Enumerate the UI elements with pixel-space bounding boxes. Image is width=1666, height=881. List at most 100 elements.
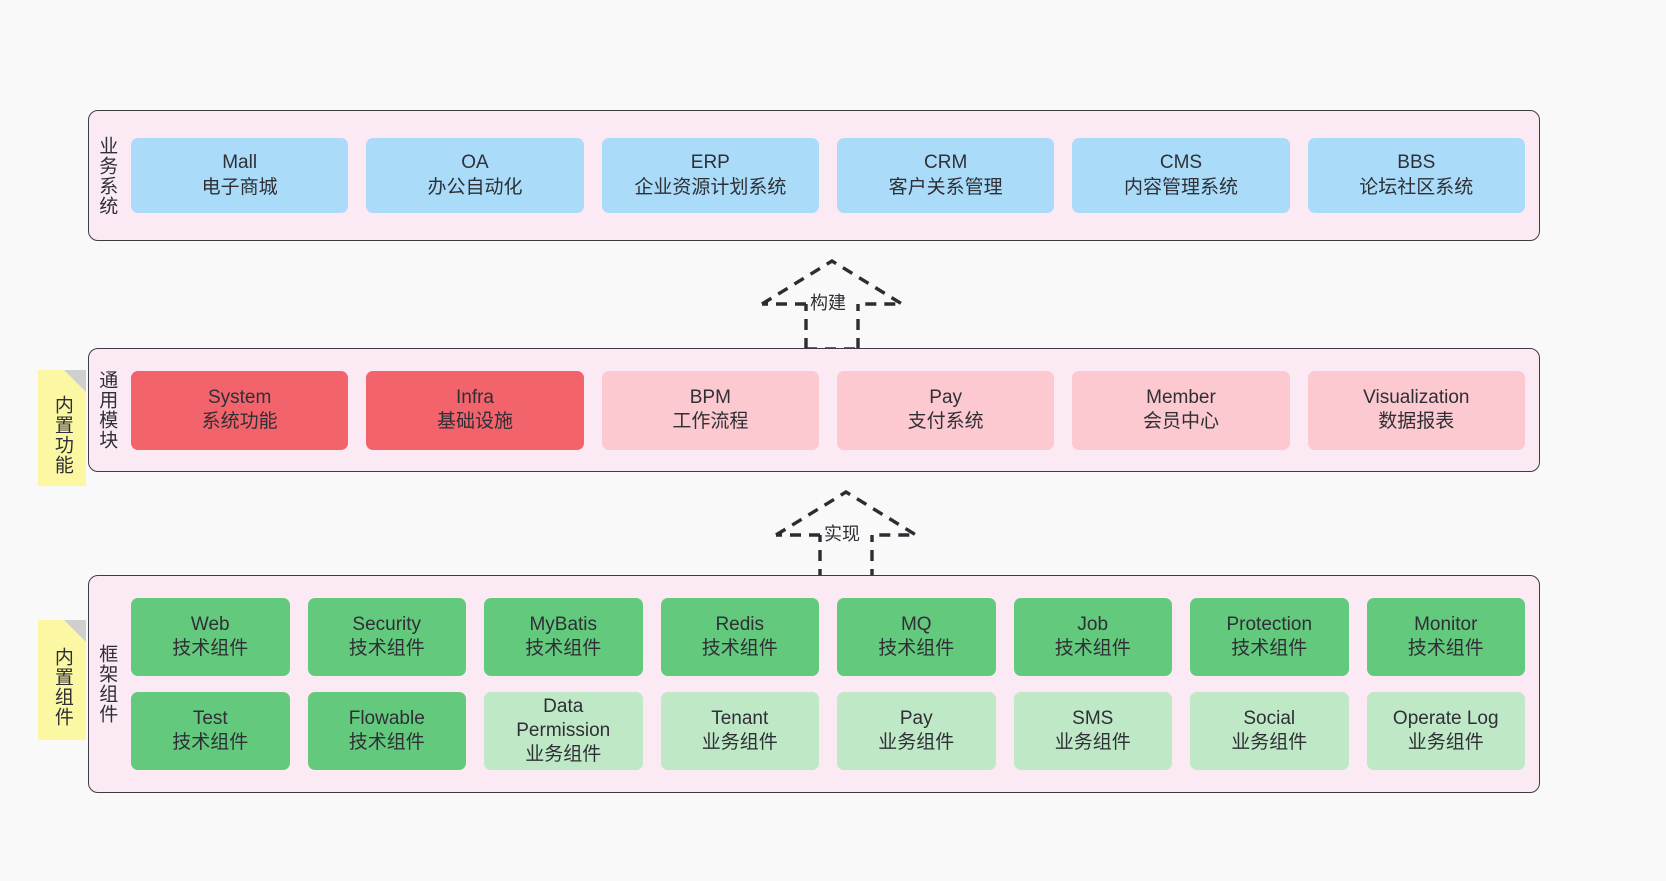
node-subtitle: 技术组件	[1407, 638, 1484, 659]
node-title: BBS	[1397, 152, 1436, 174]
node-crm[interactable]: CRM 客户关系管理	[836, 138, 1055, 213]
node-redis[interactable]: Redis 技术组件	[660, 598, 819, 676]
layer-body-framework: Web 技术组件 Security 技术组件 MyBatis 技术组件 Redi…	[123, 576, 1539, 792]
node-mq[interactable]: MQ 技术组件	[837, 598, 996, 676]
connector-implement-label: 实现	[824, 524, 860, 544]
node-subtitle: 技术组件	[1054, 638, 1131, 659]
layer-title-common: 通用模块	[96, 370, 118, 450]
node-subtitle: 技术组件	[172, 732, 249, 753]
node-job[interactable]: Job 技术组件	[1013, 598, 1172, 676]
node-title: Operate Log	[1392, 707, 1499, 729]
node-title: Security	[352, 613, 422, 635]
node-subtitle: 业务组件	[1231, 732, 1308, 753]
node-bpm[interactable]: BPM 工作流程	[601, 370, 819, 450]
node-title: CRM	[924, 152, 968, 174]
node-title: Job	[1077, 613, 1109, 635]
node-title: Protection	[1226, 613, 1313, 635]
node-mall[interactable]: Mall 电子商城	[131, 138, 349, 213]
node-subtitle: 业务组件	[525, 744, 602, 766]
node-subtitle: 数据报表	[1378, 411, 1455, 432]
node-cms[interactable]: CMS 内容管理系统	[1072, 138, 1290, 213]
note-fold-corner	[64, 620, 86, 642]
node-subtitle: 技术组件	[348, 638, 425, 659]
node-monitor[interactable]: Monitor 技术组件	[1366, 598, 1525, 676]
node-subtitle: 支付系统	[907, 411, 984, 432]
node-member[interactable]: Member 会员中心	[1072, 370, 1290, 450]
node-title: Visualization	[1363, 386, 1470, 408]
node-title: Pay	[899, 707, 933, 729]
note-label: 内置组件	[51, 647, 73, 727]
note-builtin-function: 内置功能	[38, 370, 86, 486]
row: Test 技术组件 Flowable 技术组件 Data Permission …	[131, 692, 1525, 770]
node-subtitle: 企业资源计划系统	[634, 176, 787, 198]
layer-framework-component[interactable]: 框架组件 Web 技术组件 Security 技术组件 MyBatis 技术组件…	[88, 575, 1540, 793]
node-title: Data Permission	[516, 695, 611, 741]
layer-business-system[interactable]: 业务系统 Mall 电子商城 OA 办公自动化 ERP 企业资源计划系统 CRM…	[88, 110, 1540, 241]
row: Web 技术组件 Security 技术组件 MyBatis 技术组件 Redi…	[131, 598, 1525, 676]
node-protection[interactable]: Protection 技术组件	[1190, 598, 1349, 676]
connector-build: 构建	[752, 258, 912, 351]
node-visualization[interactable]: Visualization 数据报表	[1307, 370, 1525, 450]
connector-build-label: 构建	[810, 293, 846, 313]
node-title: Test	[192, 707, 228, 729]
layer-body-common: System 系统功能 Infra 基础设施 BPM 工作流程 Pay 支付系统…	[123, 349, 1539, 471]
node-test[interactable]: Test 技术组件	[131, 692, 290, 770]
node-system[interactable]: System 系统功能	[131, 370, 349, 450]
node-subtitle: 技术组件	[878, 638, 955, 659]
node-title: Tenant	[711, 707, 769, 729]
node-social[interactable]: Social 业务组件	[1190, 692, 1349, 770]
node-sms[interactable]: SMS 业务组件	[1013, 692, 1172, 770]
node-subtitle: 技术组件	[1231, 638, 1308, 659]
node-subtitle: 技术组件	[701, 638, 778, 659]
node-subtitle: 电子商城	[201, 176, 278, 198]
node-bbs[interactable]: BBS 论坛社区系统	[1307, 138, 1525, 213]
connector-implement: 实现	[766, 489, 926, 582]
layer-title-framework: 框架组件	[96, 644, 118, 724]
node-subtitle: 基础设施	[436, 411, 513, 432]
node-pay-module[interactable]: Pay 支付系统	[836, 370, 1055, 450]
node-title: System	[207, 386, 272, 408]
layer-body-business: Mall 电子商城 OA 办公自动化 ERP 企业资源计划系统 CRM 客户关系…	[123, 111, 1539, 240]
node-operate-log[interactable]: Operate Log 业务组件	[1366, 692, 1525, 770]
row: Mall 电子商城 OA 办公自动化 ERP 企业资源计划系统 CRM 客户关系…	[131, 138, 1525, 213]
node-erp[interactable]: ERP 企业资源计划系统	[601, 138, 819, 213]
node-title: ERP	[690, 152, 730, 174]
node-oa[interactable]: OA 办公自动化	[366, 138, 584, 213]
node-title: Flowable	[348, 707, 425, 729]
node-title: MQ	[900, 613, 932, 635]
node-title: Monitor	[1414, 613, 1478, 635]
node-title: Mall	[222, 152, 258, 174]
node-subtitle: 会员中心	[1142, 411, 1219, 432]
layer-title-business: 业务系统	[96, 135, 118, 216]
node-subtitle: 技术组件	[172, 638, 249, 659]
node-subtitle: 论坛社区系统	[1359, 176, 1474, 198]
node-title: SMS	[1072, 707, 1114, 729]
layer-common-module[interactable]: 通用模块 System 系统功能 Infra 基础设施 BPM 工作流程 Pay…	[88, 348, 1540, 472]
node-subtitle: 业务组件	[878, 732, 955, 753]
node-flowable[interactable]: Flowable 技术组件	[307, 692, 466, 770]
node-data-permission[interactable]: Data Permission 业务组件	[484, 692, 643, 770]
node-title: Member	[1146, 386, 1216, 408]
node-mybatis[interactable]: MyBatis 技术组件	[484, 598, 643, 676]
node-subtitle: 业务组件	[701, 732, 778, 753]
node-title: MyBatis	[529, 613, 598, 635]
node-security[interactable]: Security 技术组件	[307, 598, 466, 676]
node-title: Infra	[455, 386, 494, 408]
node-subtitle: 技术组件	[348, 732, 425, 753]
node-title: BPM	[689, 386, 731, 408]
node-subtitle: 业务组件	[1407, 732, 1484, 753]
node-subtitle: 工作流程	[672, 411, 749, 432]
note-builtin-component: 内置组件	[38, 620, 86, 740]
node-pay-component[interactable]: Pay 业务组件	[837, 692, 996, 770]
node-subtitle: 内容管理系统	[1123, 176, 1238, 198]
node-subtitle: 系统功能	[201, 411, 278, 432]
node-tenant[interactable]: Tenant 业务组件	[660, 692, 819, 770]
node-title: Web	[190, 613, 230, 635]
node-subtitle: 客户关系管理	[888, 176, 1003, 198]
node-web[interactable]: Web 技术组件	[131, 598, 290, 676]
node-title: Pay	[929, 386, 963, 408]
node-title: Redis	[715, 613, 765, 635]
note-label: 内置功能	[51, 395, 73, 475]
node-infra[interactable]: Infra 基础设施	[366, 370, 584, 450]
